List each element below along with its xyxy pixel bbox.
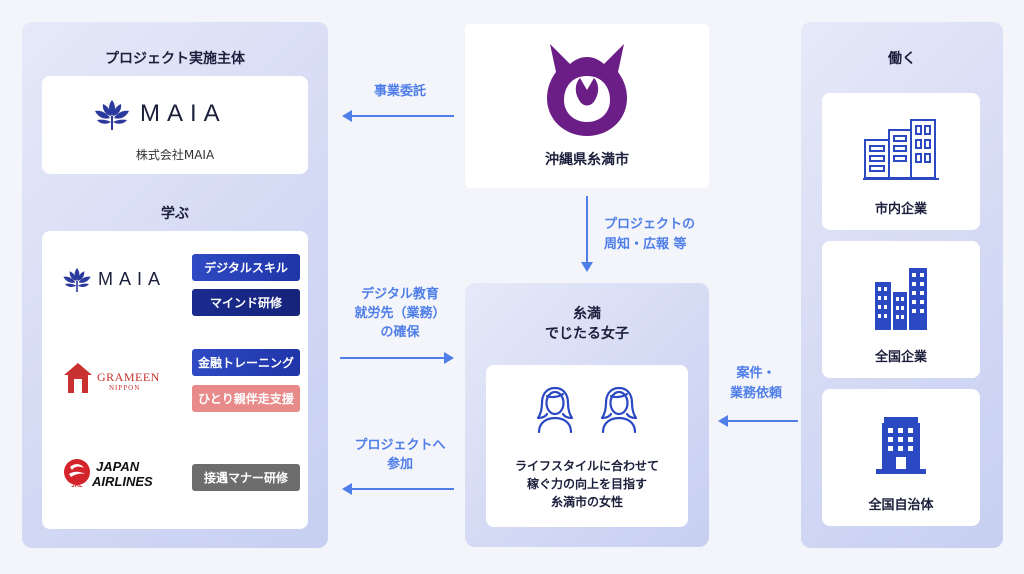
jal-logo-line2: AIRLINES: [92, 474, 153, 489]
participation-arrow-label-line2: 参加: [386, 457, 413, 472]
target-women-card: ライフスタイルに合わせて 稼ぐ力の向上を目指す 糸満市の女性: [486, 365, 688, 527]
request-arrow-label-line2: 業務依頼: [729, 386, 782, 401]
work-title: 働く: [888, 51, 916, 67]
request-arrow-label-line1: 案件・: [736, 366, 776, 381]
program-title-line1: 糸満: [573, 306, 601, 322]
grameen-house-icon: [64, 363, 92, 393]
maia-company-card: MAIA 株式会社MAIA: [42, 76, 308, 174]
financial-training-tag: 金融トレーニング: [192, 349, 300, 376]
city-name: 沖縄県糸満市: [545, 152, 629, 168]
national-company-label: 全国企業: [874, 350, 927, 365]
maia-logo-text: MAIA: [140, 100, 227, 127]
jal-crane-icon: [64, 459, 90, 485]
jal-logo-line1: JAPAN: [96, 459, 140, 474]
office-buildings-icon: [863, 119, 939, 180]
promotion-arrow-label-line1: プロジェクトの: [604, 217, 696, 232]
education-arrow-label-line1: デジタル教育: [361, 287, 439, 302]
hospitality-manner-tag: 接遇マナー研修: [192, 464, 300, 491]
learn-title: 学ぶ: [161, 206, 189, 222]
mind-training-tag: マインド研修: [192, 289, 300, 316]
commission-arrow: [342, 110, 454, 122]
implementing-body-title: プロジェクト実施主体: [105, 51, 245, 67]
education-arrow-label-line3: の確保: [380, 325, 420, 340]
itoman-city-emblem-icon: [547, 44, 627, 136]
promotion-arrow-label-line2: 周知・広報 等: [604, 237, 687, 252]
local-company-label: 市内企業: [874, 202, 927, 217]
participation-arrow: [342, 483, 454, 495]
national-company-card: 全国企業: [822, 241, 980, 378]
digital-skill-tag: デジタルスキル: [192, 254, 300, 281]
local-government-label: 全国自治体: [868, 498, 934, 513]
maia-partner-tree-icon: [63, 268, 91, 292]
maia-tree-icon: [95, 100, 129, 130]
education-arrow: [340, 352, 454, 364]
jal-badge-text: JAL: [71, 483, 83, 489]
education-arrow-label-line2: 就労先（業務）: [354, 306, 446, 321]
maia-company-name: 株式会社MAIA: [135, 148, 215, 162]
local-government-card: 全国自治体: [822, 389, 980, 526]
learning-partners-card: MAIA デジタルスキル マインド研修 GRAMEEN NIPPON 金融トレー…: [42, 231, 308, 529]
government-building-icon: [876, 417, 926, 474]
participation-arrow-label-line1: プロジェクトへ: [354, 438, 446, 453]
promotion-arrow: [581, 196, 593, 272]
grameen-logo-text: GRAMEEN: [97, 370, 160, 384]
local-company-card: 市内企業: [822, 93, 980, 230]
target-description-line3: 糸満市の女性: [550, 495, 623, 509]
target-description-line1: ライフスタイルに合わせて: [514, 459, 659, 473]
request-arrow: [718, 415, 798, 427]
woman-icon: [536, 386, 574, 434]
grameen-logo-subtext: NIPPON: [109, 384, 141, 392]
maia-partner-logo-text: MAIA: [98, 269, 167, 289]
single-parent-support-tag: ひとり親伴走支援: [192, 385, 300, 412]
city-card: 沖縄県糸満市: [465, 24, 709, 188]
city-buildings-icon: [875, 268, 927, 330]
program-title-line2: でじたる女子: [545, 326, 629, 342]
commission-arrow-label: 事業委託: [373, 84, 426, 99]
woman-icon: [600, 386, 638, 434]
target-description-line2: 稼ぐ力の向上を目指す: [526, 477, 647, 491]
